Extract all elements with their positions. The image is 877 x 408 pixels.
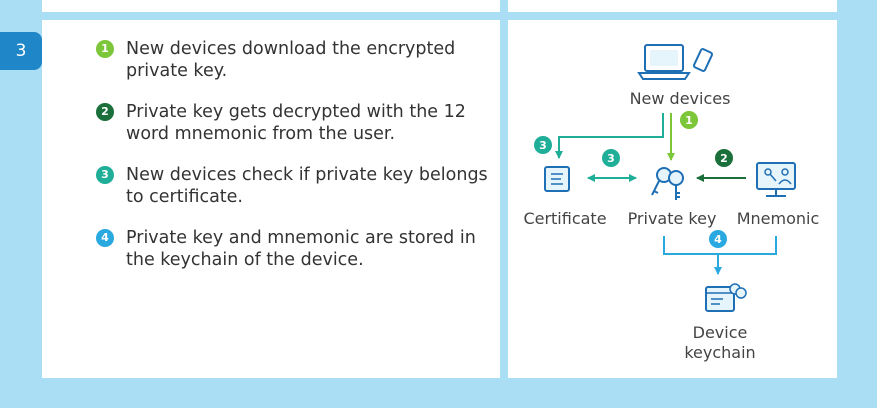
step-2-number-icon: 2: [96, 103, 114, 121]
badge-2-icon: [715, 149, 733, 167]
badge-3b-number: 3: [607, 152, 615, 165]
mnemonic-label: Mnemonic: [737, 209, 820, 228]
certificate-label: Certificate: [523, 209, 606, 228]
step-item-3: 3 New devices check if private key belon…: [96, 164, 496, 208]
certificate-icon: [544, 166, 570, 192]
top-right-panel-edge: [508, 0, 837, 12]
step-1-text: New devices download the encrypted priva…: [126, 39, 456, 81]
badge-1-icon: [680, 111, 698, 129]
device-keychain-label-line2: keychain: [684, 343, 755, 362]
device-keychain-label-line1: Device: [693, 323, 748, 342]
top-left-panel-edge: [42, 0, 500, 12]
badge-2-number: 2: [720, 152, 728, 165]
step-item-2: 2 Private key gets decrypted with the 12…: [96, 101, 496, 145]
step-number-badge: 3: [0, 32, 42, 70]
keys-icon: [651, 167, 684, 200]
step-3-number-icon: 3: [96, 166, 114, 184]
mnemonic-monitor-icon: [756, 162, 796, 197]
badge-1-number: 1: [685, 114, 693, 127]
badge-4-icon: [709, 230, 727, 248]
step-item-4: 4 Private key and mnemonic are stored in…: [96, 227, 496, 271]
badge-3b-icon: [602, 149, 620, 167]
arrow-4-bracket: [663, 236, 777, 255]
phone-icon: [692, 48, 714, 72]
laptop-icon: [637, 44, 691, 80]
steps-panel: [42, 20, 500, 378]
step-item-1: 1 New devices download the encrypted pri…: [96, 38, 496, 82]
step-1-number-icon: 1: [96, 40, 114, 58]
steps-list: 1 New devices download the encrypted pri…: [96, 38, 496, 290]
badge-4-number: 4: [714, 233, 722, 246]
private-key-label: Private key: [628, 209, 717, 228]
new-devices-label: New devices: [630, 89, 731, 108]
badge-3a-number: 3: [539, 139, 547, 152]
step-3-text: New devices check if private key belongs…: [126, 165, 488, 207]
step-4-text: Private key and mnemonic are stored in t…: [126, 228, 476, 270]
step-4-number-icon: 4: [96, 229, 114, 247]
step-2-text: Private key gets decrypted with the 12 w…: [126, 102, 466, 144]
keychain-icon: [705, 283, 747, 312]
arrow-3-vertical: [555, 113, 664, 159]
badge-3a-icon: [534, 136, 552, 154]
